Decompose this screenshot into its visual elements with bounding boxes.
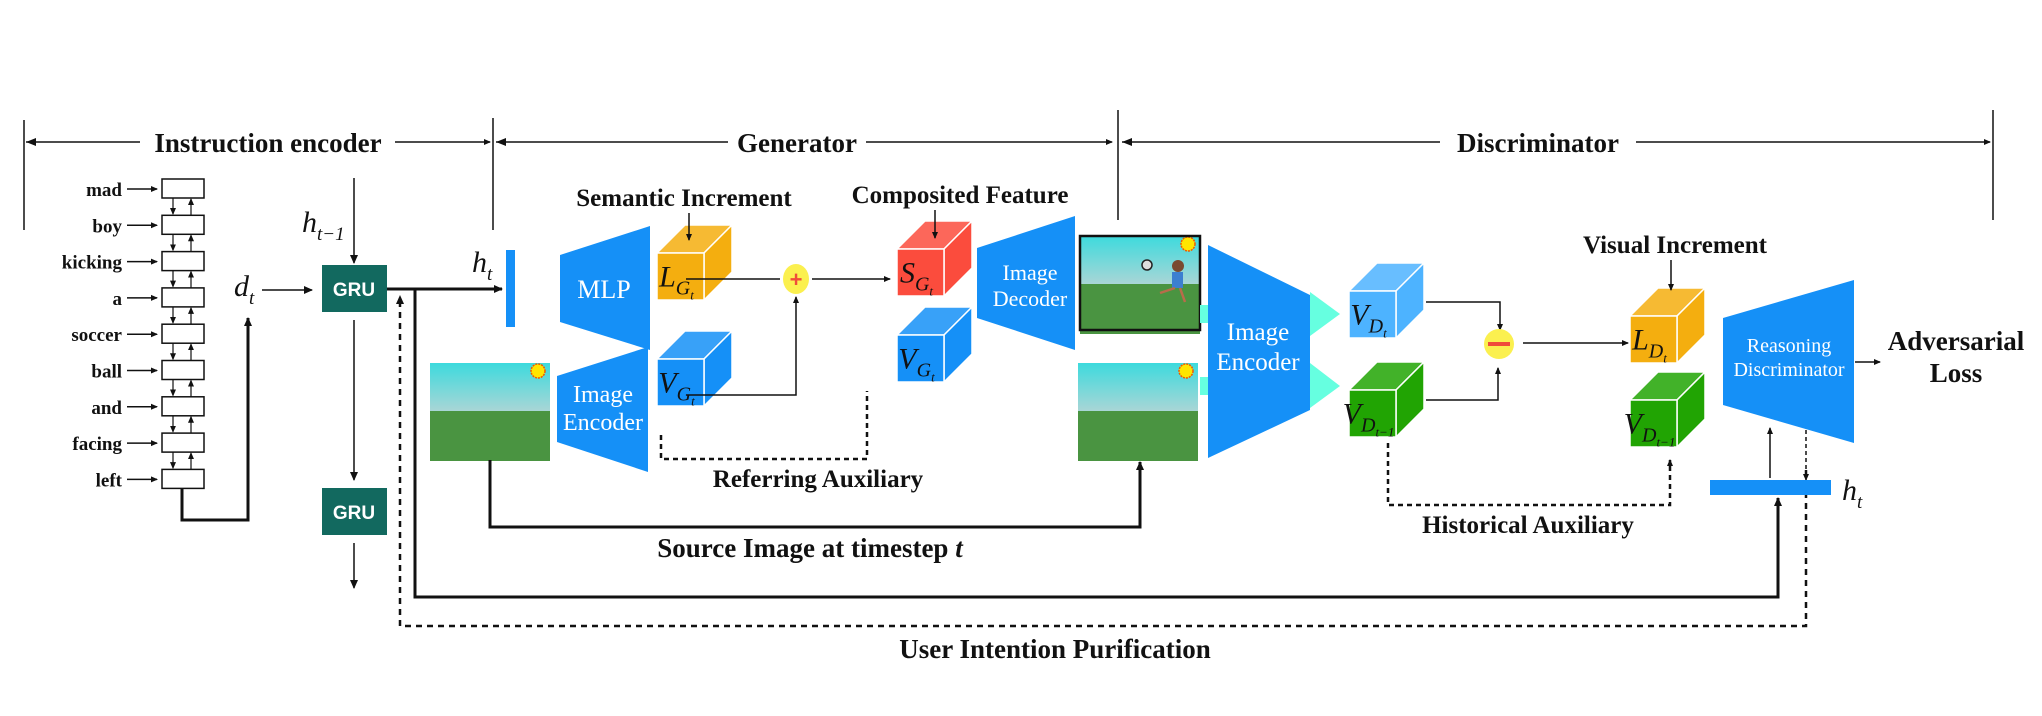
user-intention-purification-label: User Intention Purification (899, 634, 1211, 664)
word-cell: facing (72, 432, 205, 470)
svg-text:LDt: LDt (1631, 324, 1667, 366)
svg-text:+: + (790, 267, 803, 292)
h-prev-symbol: ht−1 (302, 206, 345, 245)
svg-text:Encoder: Encoder (1216, 349, 1300, 376)
composited-feature-label: Composited Feature (852, 182, 1069, 209)
word-token: soccer (71, 325, 122, 346)
cube-l-g-t: LGt (655, 223, 734, 303)
cube-v-g-t-composited: VGt (895, 305, 974, 385)
cube-l-d-t: LDt (1628, 286, 1707, 366)
h-t-vector-discriminator (1710, 480, 1831, 495)
semantic-increment-label: Semantic Increment (576, 185, 792, 212)
mlp-block: MLP (560, 226, 650, 350)
svg-text:Decoder: Decoder (993, 286, 1068, 311)
svg-text:Image: Image (1003, 260, 1058, 285)
plus-operator: + (783, 264, 809, 294)
source-image-generator (429, 362, 551, 462)
feature-arrow-icon (1310, 363, 1340, 408)
word-cell: mad (86, 178, 205, 215)
gru-block-bottom: GRU (322, 488, 387, 535)
d-t-symbol: dt (234, 270, 255, 309)
section-header-instruction-encoder: Instruction encoder (23, 120, 491, 230)
image-encoder-discriminator: Image Encoder (1208, 245, 1310, 458)
visual-increment-label: Visual Increment (1583, 232, 1768, 259)
cube-v-d-t: VDt (1347, 261, 1426, 341)
svg-text:GRU: GRU (333, 280, 375, 301)
feature-arrow-icon (1310, 292, 1340, 336)
svg-text:Encoder: Encoder (563, 410, 643, 436)
section-header-generator: Generator (492, 118, 1113, 230)
instruction-encoder-title: Instruction encoder (154, 128, 381, 158)
reasoning-discriminator-block: Reasoning Discriminator (1723, 280, 1854, 443)
word-encoder-chain: mad boy kicking a soccer ball and facing left (62, 178, 205, 491)
source-image-label: Source Image at timestep t (657, 533, 964, 563)
word-token: left (96, 470, 123, 491)
word-token: facing (72, 434, 122, 455)
word-cell: and (91, 396, 205, 433)
h-t-symbol-discriminator: ht (1842, 474, 1863, 513)
word-token: a (113, 289, 123, 310)
word-token: boy (92, 216, 122, 237)
word-token: mad (86, 180, 122, 201)
cube-s-g-t: SGt (895, 219, 974, 299)
word-cell: left (96, 468, 205, 491)
word-cell: ball (91, 359, 205, 397)
svg-text:VDt−1: VDt−1 (1343, 398, 1395, 440)
word-cell: a (113, 287, 205, 324)
image-encoder-generator: Image Encoder (557, 347, 648, 472)
svg-text:MLP: MLP (577, 275, 630, 304)
svg-text:VGt: VGt (898, 343, 935, 385)
h-t-vector (506, 250, 515, 327)
word-token: and (91, 398, 122, 419)
image-decoder-block: Image Decoder (977, 216, 1075, 350)
word-token: kicking (62, 253, 123, 274)
svg-text:VDt: VDt (1350, 299, 1387, 341)
svg-text:Discriminator: Discriminator (1733, 359, 1844, 381)
generator-title: Generator (737, 128, 857, 158)
svg-text:LGt: LGt (658, 261, 694, 303)
referring-auxiliary-label: Referring Auxiliary (713, 466, 924, 493)
word-cell: soccer (71, 323, 205, 361)
word-cell: kicking (62, 250, 205, 288)
word-token: ball (91, 362, 122, 383)
svg-text:GRU: GRU (333, 503, 375, 524)
svg-text:Image: Image (1227, 319, 1289, 346)
minus-operator (1484, 329, 1514, 359)
cube-v-d-t-minus-1-stacked: VDt−1 (1624, 370, 1707, 450)
section-header-discriminator: Discriminator (1117, 110, 1994, 220)
cube-v-g-t: VGt (655, 329, 734, 409)
svg-text:Reasoning: Reasoning (1747, 335, 1831, 357)
gru-block-top: GRU (322, 265, 387, 312)
svg-text:Image: Image (573, 382, 633, 408)
historical-auxiliary-label: Historical Auxiliary (1422, 512, 1634, 539)
word-cell: boy (92, 214, 205, 252)
svg-text:SGt: SGt (900, 257, 933, 299)
h-t-symbol: ht (472, 246, 493, 285)
svg-text:VDt−1: VDt−1 (1624, 408, 1676, 450)
discriminator-title: Discriminator (1457, 128, 1619, 158)
generated-image (1078, 234, 1202, 335)
svg-text:VGt: VGt (658, 367, 695, 409)
cube-v-d-t-minus-1: VDt−1 (1343, 360, 1426, 440)
source-image-discriminator (1077, 362, 1199, 462)
